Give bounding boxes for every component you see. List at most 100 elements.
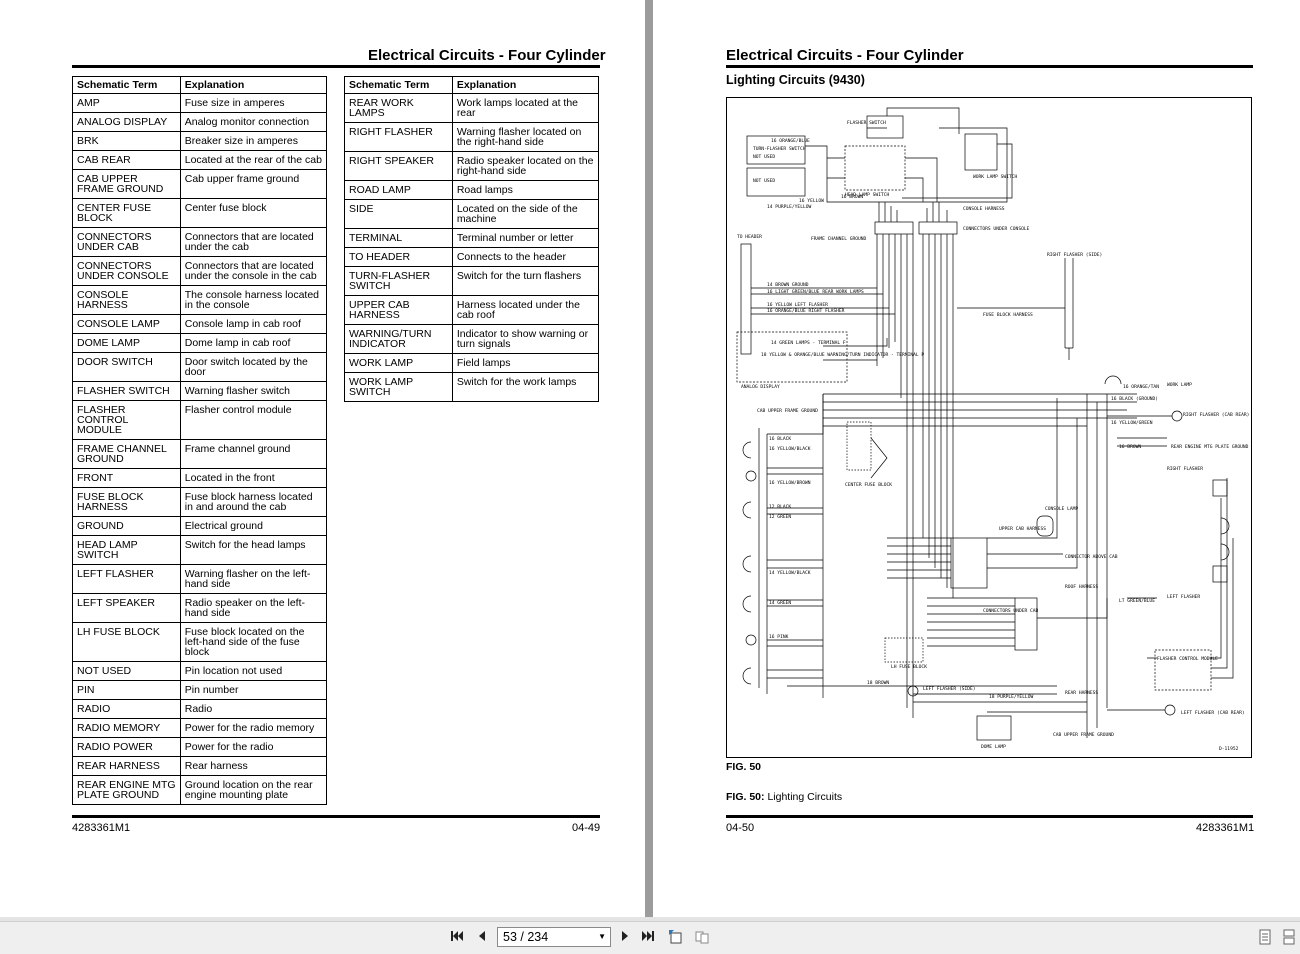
- wire-label: 14 PURPLE/YELLOW: [767, 204, 811, 210]
- cell-term: TURN-FLASHER SWITCH: [344, 266, 453, 296]
- fig-caption-prefix: FIG. 50:: [726, 791, 765, 803]
- cell-explanation: Flasher control module: [179, 400, 328, 440]
- cell-term: FUSE BLOCK HARNESS: [72, 487, 181, 517]
- label-connectors-under-cab: CONNECTORS UNDER CAB: [983, 608, 1039, 614]
- col-header-explanation: Explanation: [451, 76, 600, 94]
- wire-bus: [736, 107, 1234, 741]
- fit-page-icon[interactable]: [668, 929, 684, 949]
- label-rear-engine-ground: REAR ENGINE MTG PLATE GROUND: [1171, 444, 1249, 450]
- page-number-value: 53 / 234: [503, 930, 549, 944]
- cell-explanation: Switch for the head lamps: [179, 535, 328, 565]
- label-dome-lamp: DOME LAMP: [981, 744, 1006, 750]
- chevron-down-icon[interactable]: ▼: [598, 932, 606, 941]
- cell-explanation: Electrical ground: [179, 516, 328, 536]
- next-page-icon[interactable]: [619, 929, 631, 947]
- cell-term: WORK LAMP SWITCH: [344, 372, 453, 402]
- label-connectors-under-console: CONNECTORS UNDER CONSOLE: [963, 226, 1030, 232]
- left-header-rule: [72, 65, 600, 68]
- analog-display-box: [736, 331, 848, 383]
- cell-explanation: Located on the side of the machine: [451, 199, 600, 229]
- section-title: Lighting Circuits (9430): [726, 73, 865, 87]
- cell-term: CONSOLE LAMP: [72, 314, 181, 334]
- cell-term: RIGHT SPEAKER: [344, 151, 453, 181]
- schematic-drawing: FLASHER SWITCH TURN-FLASHER SWITCH NOT U…: [736, 107, 1249, 752]
- label-left-flasher-cab-rear: LEFT FLASHER (CAB REAR): [1181, 710, 1245, 716]
- cell-explanation: Dome lamp in cab roof: [179, 333, 328, 353]
- cell-term: CAB REAR: [72, 150, 181, 170]
- continuous-view-icon[interactable]: [1282, 929, 1296, 949]
- wire-label: 16 PINK: [769, 634, 789, 640]
- cell-term: NOT USED: [72, 661, 181, 681]
- cell-explanation: Fuse size in amperes: [179, 93, 328, 113]
- col-header-term: Schematic Term: [72, 76, 181, 94]
- not-used-box: [746, 167, 806, 197]
- fig-label: FIG. 50: [726, 761, 762, 773]
- cell-explanation: Switch for the turn flashers: [451, 266, 600, 296]
- cell-explanation: Road lamps: [451, 180, 600, 200]
- left-flasher-side-lamp: [907, 685, 919, 697]
- cell-term: TO HEADER: [344, 247, 453, 267]
- facing-pages-icon[interactable]: [694, 929, 710, 949]
- cell-term: ROAD LAMP: [344, 180, 453, 200]
- cell-explanation: Door switch located by the door: [179, 352, 328, 382]
- single-page-view-icon[interactable]: [1258, 929, 1272, 949]
- cell-term: CONNECTORS UNDER CONSOLE: [72, 256, 181, 286]
- first-page-icon[interactable]: [450, 929, 464, 947]
- wire-label: 16 YELLOW/GREEN: [1111, 420, 1153, 426]
- cell-explanation: Radio: [179, 699, 328, 719]
- connectors-under-cab-block: [1014, 597, 1038, 651]
- flasher-control-module: [1154, 649, 1212, 691]
- cell-term: TERMINAL: [344, 228, 453, 248]
- schematic-terms-table-2: Schematic Term Explanation REAR WORK LAM…: [344, 76, 600, 402]
- label-fuse-block-harness: FUSE BLOCK HARNESS: [983, 312, 1033, 318]
- previous-page-icon[interactable]: [476, 929, 488, 947]
- wire-label: 16 YELLOW: [799, 198, 824, 204]
- console-lamp-bulb: [1036, 515, 1054, 537]
- label-head-lamp-switch: HEAD LAMP SWITCH: [845, 192, 889, 198]
- flasher-switch-box: [866, 115, 904, 139]
- cell-term: FRAME CHANNEL GROUND: [72, 439, 181, 469]
- last-page-icon[interactable]: [641, 929, 655, 947]
- rear-work-lamp-top: [1104, 375, 1122, 385]
- label-flasher-control-module: FLASHER CONTROL MODULE: [1157, 656, 1218, 662]
- cell-term: CENTER FUSE BLOCK: [72, 198, 181, 228]
- cell-term: HEAD LAMP SWITCH: [72, 535, 181, 565]
- cell-term: LH FUSE BLOCK: [72, 622, 181, 662]
- wire-label: 16 YELLOW/BROWN: [769, 480, 811, 486]
- cell-term: GROUND: [72, 516, 181, 536]
- cell-term: AMP: [72, 93, 181, 113]
- cell-explanation: Terminal number or letter: [451, 228, 600, 248]
- wire-label: 16 YELLOW/BLACK: [769, 446, 811, 452]
- right-flasher-rear-block: [1212, 479, 1228, 497]
- wire-label: 16 ORANGE/BLUE RIGHT FLASHER: [767, 308, 845, 314]
- right-page-header: Electrical Circuits - Four Cylinder: [726, 47, 964, 64]
- cell-term: FRONT: [72, 468, 181, 488]
- page-number-input[interactable]: 53 / 234 ▼: [497, 927, 611, 947]
- cell-explanation: Work lamps located at the rear: [451, 93, 600, 123]
- wire-label: 16 BROWN: [1119, 444, 1141, 450]
- cell-term: WORK LAMP: [344, 353, 453, 373]
- wire-label: 14 BROWN GROUND: [767, 282, 809, 288]
- label-connector-above-cab: CONNECTOR ABOVE CAB: [1065, 554, 1118, 560]
- wire-label: 16 BLACK (GROUND): [1111, 396, 1158, 402]
- diagram-id: D-11952: [1219, 746, 1239, 752]
